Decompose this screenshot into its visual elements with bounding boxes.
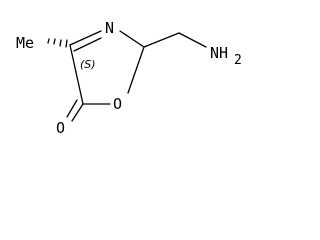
ring-nitrogen-label: N [105,19,114,37]
oxazolone-structure: Me N NH 2 O O (S) [16,19,242,137]
c5-c4-bond [69,44,84,105]
atom-labels: Me N NH 2 O O [16,19,242,137]
n-c2-bond [119,30,145,48]
methyl-label: Me [16,34,34,52]
stereo-hash-bond [47,38,68,48]
c4-n-bond [69,30,102,46]
c2-o1-bond [127,46,145,94]
carbonyl-bond-inner [66,99,78,118]
bonds [47,30,207,122]
ring-oxygen-label: O [113,95,122,113]
carbonyl-bond [71,103,84,122]
amine-label: NH [210,44,228,62]
amine-subscript: 2 [234,53,242,68]
carbonyl-oxygen-label: O [56,119,65,137]
c4-n-bond-inner [73,37,102,52]
c2-ch2-bond [143,32,180,48]
stereo-descriptor: (S) [80,58,96,71]
ch2-nh2-bond [178,32,207,48]
